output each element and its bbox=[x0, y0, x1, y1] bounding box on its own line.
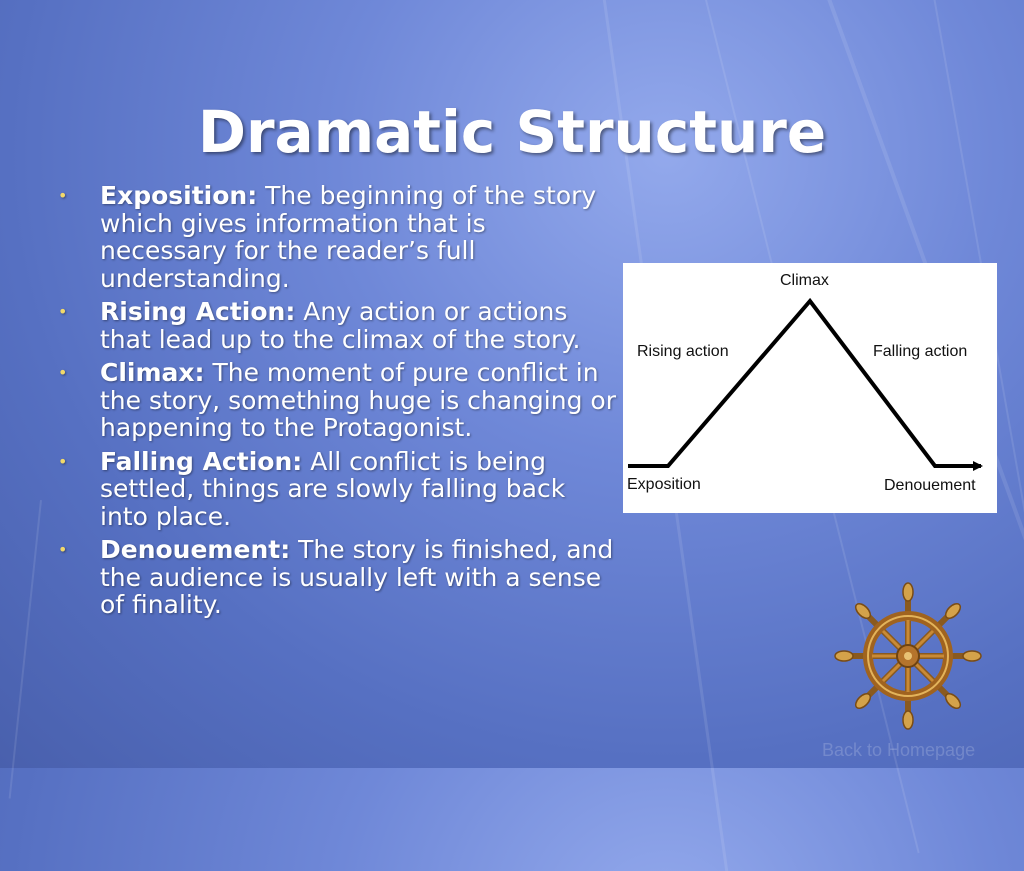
diagram-label-falling-action: Falling action bbox=[873, 343, 968, 360]
bullet-dot-icon: • bbox=[58, 451, 68, 471]
plot-line bbox=[628, 297, 983, 471]
bullet-text: All conflict is being settled, things ar… bbox=[100, 446, 566, 531]
bullet-item-rising-action: • Rising Action: Any action or actions t… bbox=[56, 298, 616, 353]
diagram-label-denouement: Denouement bbox=[884, 477, 976, 494]
bullet-dot-icon: • bbox=[58, 540, 68, 559]
bullet-item-falling-action: • Falling Action: All conflict is being … bbox=[56, 446, 616, 531]
diagram-label-rising-action: Rising action bbox=[637, 343, 729, 360]
bullet-dot-icon: • bbox=[58, 302, 68, 321]
bullet-text: The beginning of the story which gives i… bbox=[100, 181, 597, 293]
watermark-text: Back to Homepage bbox=[822, 740, 976, 760]
plot-diagram: Climax Rising action Falling action Expo… bbox=[623, 263, 997, 513]
bullet-text: Any action or actions that lead up to th… bbox=[100, 297, 581, 354]
bullet-term: Climax: bbox=[100, 358, 205, 387]
bullet-dot-icon: • bbox=[58, 363, 68, 382]
ship-wheel-icon bbox=[834, 582, 984, 736]
bullet-term: Exposition: bbox=[100, 181, 258, 210]
bullet-text: The moment of pure conflict in the story… bbox=[100, 358, 616, 442]
bullet-term: Denouement: bbox=[100, 535, 291, 564]
bullet-item-denouement: • Denouement: The story is finished, and… bbox=[56, 536, 616, 619]
background-streak bbox=[8, 500, 42, 799]
diagram-label-exposition: Exposition bbox=[627, 476, 701, 493]
bullet-term: Rising Action: bbox=[100, 297, 296, 326]
plot-diagram-lines bbox=[628, 297, 983, 471]
bullet-item-exposition: • Exposition: The beginning of the story… bbox=[56, 182, 616, 292]
bullet-item-climax: • Climax: The moment of pure conflict in… bbox=[56, 359, 616, 442]
bullet-text: The story is finished, and the audience … bbox=[100, 535, 614, 619]
slide-title: Dramatic Structure bbox=[197, 98, 827, 166]
bullet-term: Falling Action: bbox=[100, 446, 303, 476]
bullet-dot-icon: • bbox=[58, 186, 68, 205]
diagram-label-climax: Climax bbox=[780, 272, 829, 289]
bullet-list: • Exposition: The beginning of the story… bbox=[56, 182, 616, 625]
